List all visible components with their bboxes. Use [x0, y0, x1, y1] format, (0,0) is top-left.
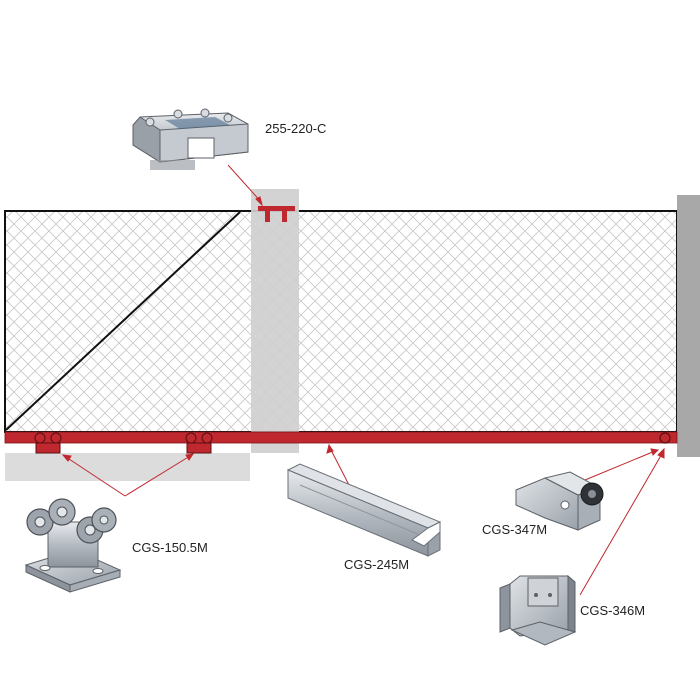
end-catcher-part-image — [499, 574, 577, 646]
pointer-lines — [61, 164, 665, 596]
carriage-right — [185, 432, 213, 454]
top-guide-part-image — [132, 108, 249, 170]
gate-panel — [4, 210, 678, 433]
red-track — [4, 431, 678, 444]
wall — [677, 195, 700, 457]
label-end-catcher: CGS-346M — [580, 603, 646, 618]
track-part-image — [286, 463, 442, 557]
label-carriage: CGS-150.5M — [132, 540, 208, 555]
track-end-roller — [659, 432, 671, 444]
label-track: CGS-245M — [344, 557, 410, 572]
carriage-left — [34, 432, 62, 454]
support-post — [251, 189, 299, 453]
carriage-part-image — [24, 498, 122, 593]
top-guide-bracket — [258, 206, 295, 222]
label-top-guide: 255-220-C — [265, 121, 327, 136]
ground-slab — [5, 453, 250, 481]
label-end-roller: CGS-347M — [482, 522, 548, 537]
diagonal-brace — [5, 211, 241, 431]
end-roller-part-image — [515, 471, 604, 531]
